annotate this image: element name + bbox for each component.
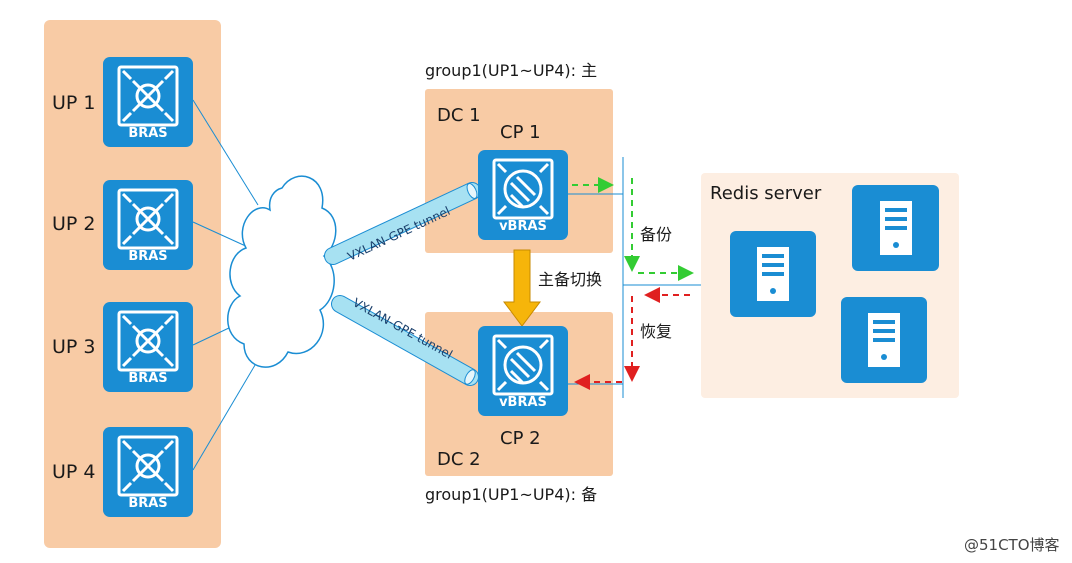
vbras-icon — [492, 158, 554, 220]
up2-label: UP 2 — [52, 213, 96, 235]
backup-arrows — [572, 177, 694, 281]
bras-device-up4: BRAS — [103, 427, 193, 517]
network-cloud — [227, 175, 337, 368]
server-2 — [852, 185, 939, 271]
tunnel-2: VXLAN-GPE tunnel — [331, 295, 479, 386]
restore-label: 恢复 — [640, 322, 673, 341]
bras-device-up2: BRAS — [103, 180, 193, 270]
bras-icon — [117, 310, 179, 372]
link-up2 — [192, 221, 251, 249]
backup-label: 备份 — [640, 225, 673, 244]
link-up4 — [192, 359, 259, 471]
up1-label: UP 1 — [52, 92, 96, 114]
server-icon — [868, 313, 900, 367]
cp1-label: CP 1 — [500, 122, 541, 143]
switchover-label: 主备切换 — [538, 270, 603, 289]
up4-label: UP 4 — [52, 461, 96, 483]
group-primary-label: group1(UP1~UP4): 主 — [425, 61, 598, 80]
dc1-title: DC 1 — [437, 105, 481, 126]
switchover-arrow — [503, 249, 541, 327]
cp2-label: CP 2 — [500, 428, 541, 449]
bras-label: BRAS — [128, 249, 168, 264]
server-icon — [880, 201, 912, 255]
vbras-label: vBRAS — [499, 219, 547, 234]
vbras-icon — [492, 334, 554, 396]
server-icon — [757, 247, 789, 301]
link-up1 — [192, 99, 259, 206]
group-backup-label: group1(UP1~UP4): 备 — [425, 485, 598, 504]
tunnel-1: VXLAN-GPE tunnel — [324, 182, 481, 265]
bras-label: BRAS — [128, 496, 168, 511]
bras-device-up1: BRAS — [103, 57, 193, 147]
bras-label: BRAS — [128, 371, 168, 386]
bras-device-up3: BRAS — [103, 302, 193, 392]
restore-arrows — [574, 287, 690, 390]
server-3 — [841, 297, 927, 383]
bras-icon — [117, 65, 179, 127]
vbras-device-cp2: vBRAS — [478, 326, 568, 416]
redis-title: Redis server — [710, 183, 822, 204]
vbras-label: vBRAS — [499, 395, 547, 410]
watermark: @51CTO博客 — [964, 536, 1060, 554]
vbras-device-cp1: vBRAS — [478, 150, 568, 240]
bras-label: BRAS — [128, 126, 168, 141]
dc2-title: DC 2 — [437, 449, 481, 470]
bras-icon — [117, 435, 179, 497]
server-1 — [730, 231, 816, 317]
bras-icon — [117, 188, 179, 250]
up3-label: UP 3 — [52, 336, 96, 358]
